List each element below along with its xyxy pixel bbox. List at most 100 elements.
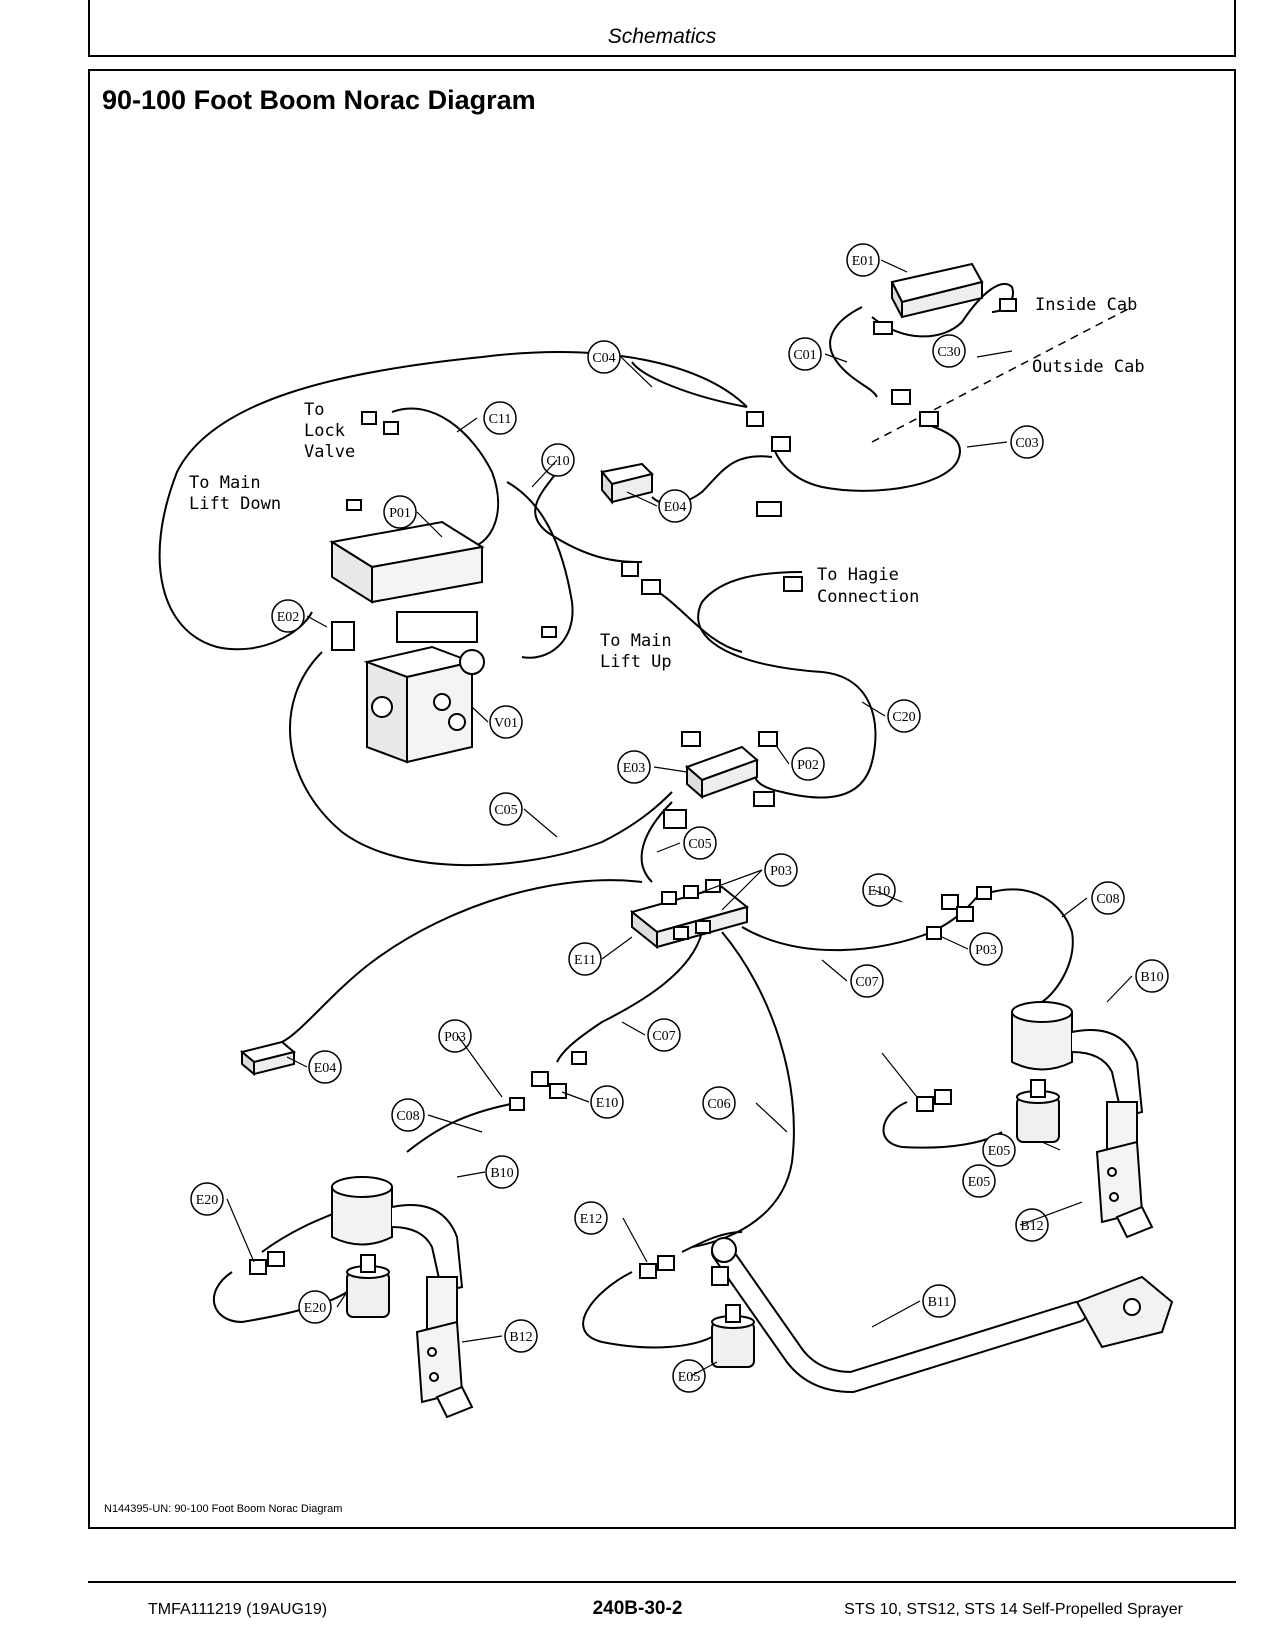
- callout-label: P03: [975, 943, 997, 958]
- callout-label: B11: [928, 1295, 951, 1310]
- callout-e20: E20: [190, 1182, 224, 1216]
- callout-label: E11: [574, 953, 596, 968]
- cab-divider: [871, 306, 1133, 443]
- callout-circle: [383, 495, 417, 529]
- callout-p03: P03: [764, 853, 798, 887]
- callout-circle: [483, 401, 517, 435]
- connector-e20-right-a: [916, 1096, 934, 1112]
- callout-circle: [587, 340, 621, 374]
- callout-label: C08: [396, 1109, 419, 1124]
- callout-c04: C04: [587, 340, 621, 374]
- callout-label: C03: [1015, 436, 1038, 451]
- connector-c03: [919, 411, 939, 427]
- wire-e12b: [681, 1231, 743, 1253]
- callout-c08: C08: [391, 1098, 425, 1132]
- b11-arm: [711, 1237, 1174, 1394]
- callout-e05: E05: [672, 1359, 706, 1393]
- callout-label: P02: [797, 758, 819, 773]
- callout-circle: [683, 826, 717, 860]
- callout-c01: C01: [788, 337, 822, 371]
- wire-c11: [391, 407, 500, 548]
- label-lift-down-2: Lift Down: [189, 494, 281, 514]
- callout-p03: P03: [438, 1019, 472, 1053]
- callout-label: E04: [314, 1061, 337, 1076]
- wire-c06: [691, 931, 795, 1248]
- callout-circle: [846, 243, 880, 277]
- connector-e10-left-b: [549, 1083, 567, 1099]
- callout-label: B10: [490, 1166, 513, 1181]
- callout-circle: [788, 337, 822, 371]
- connector-p03-right: [926, 926, 942, 940]
- callout-label: C05: [688, 837, 711, 852]
- callout-circle: [969, 932, 1003, 966]
- label-hagie-1: To Hagie: [817, 565, 899, 585]
- callout-label: V01: [494, 716, 518, 731]
- leader-lines: [226, 259, 1133, 1377]
- callout-c30: C30: [932, 334, 966, 368]
- connector-e04-upper: [756, 501, 782, 517]
- e11-junction: [629, 879, 750, 950]
- connector-e02: [331, 621, 355, 651]
- callout-c11: C11: [483, 401, 517, 435]
- callout-label: C01: [793, 348, 816, 363]
- footer-rule: [88, 1581, 1236, 1583]
- callout-circle: [271, 599, 305, 633]
- callout-circle: [438, 1019, 472, 1053]
- callout-c07: C07: [647, 1018, 681, 1052]
- connector-c07-left: [571, 1051, 587, 1065]
- callout-circle: [1010, 425, 1044, 459]
- connector-e10-right-a: [941, 894, 959, 910]
- valve-block-v01: [363, 645, 476, 764]
- callout-label: C10: [546, 454, 569, 469]
- footer-page-number: 240B-30-2: [592, 1598, 683, 1619]
- connector-e20-left-a: [249, 1259, 267, 1275]
- callout-circle: [190, 1182, 224, 1216]
- section-title: Schematics: [607, 25, 717, 48]
- callout-c03: C03: [1010, 425, 1044, 459]
- connector-c08-right: [976, 886, 992, 900]
- e04-lower: [239, 1040, 297, 1077]
- wire-e20-right: [882, 1101, 1003, 1149]
- connector-c20: [641, 579, 661, 595]
- callout-circle: [764, 853, 798, 887]
- wire-c05a: [288, 651, 673, 867]
- callout-circle: [617, 750, 651, 784]
- callout-circle: [308, 1050, 342, 1084]
- callout-p01: P01: [383, 495, 417, 529]
- wire-c03: [771, 421, 962, 492]
- connector-c10: [621, 561, 639, 577]
- callout-label: C07: [855, 975, 878, 990]
- callout-label: E20: [196, 1193, 219, 1208]
- callout-e05: E05: [962, 1164, 996, 1198]
- label-lift-up-1: To Main: [600, 631, 672, 651]
- callout-circle: [962, 1164, 996, 1198]
- connector-lock-a: [361, 411, 377, 425]
- diagram-title: 90-100 Foot Boom Norac Diagram: [102, 85, 536, 115]
- callout-circle: [1091, 881, 1125, 915]
- connector-e10-left-a: [531, 1071, 549, 1087]
- callout-circle: [862, 873, 896, 907]
- callout-c07: C07: [850, 964, 884, 998]
- connector-e20-left-b: [267, 1251, 285, 1267]
- callout-circle: [1135, 959, 1169, 993]
- callout-label: E05: [988, 1144, 1011, 1159]
- callout-e05: E05: [982, 1133, 1016, 1167]
- callout-circle: [485, 1155, 519, 1189]
- connector-lift-up: [541, 626, 557, 638]
- wire-e12: [582, 1271, 713, 1349]
- callout-e03: E03: [617, 750, 651, 784]
- callout-label: B10: [1140, 970, 1163, 985]
- wire-c10b: [506, 481, 574, 659]
- annotations: Inside Cab Outside Cab To Lock Valve To …: [189, 295, 1145, 672]
- b10-left: [331, 1176, 464, 1368]
- connector-e12-a: [639, 1263, 657, 1279]
- callout-label: C04: [592, 351, 615, 366]
- callout-e02: E02: [271, 599, 305, 633]
- connector-e10-right-b: [956, 906, 974, 922]
- callout-c06: C06: [702, 1086, 736, 1120]
- callout-b10: B10: [1135, 959, 1169, 993]
- wire-e04-lower: [281, 879, 643, 1043]
- callout-e20: E20: [298, 1290, 332, 1324]
- b12-right: [1095, 1140, 1154, 1239]
- callout-label: C20: [892, 710, 915, 725]
